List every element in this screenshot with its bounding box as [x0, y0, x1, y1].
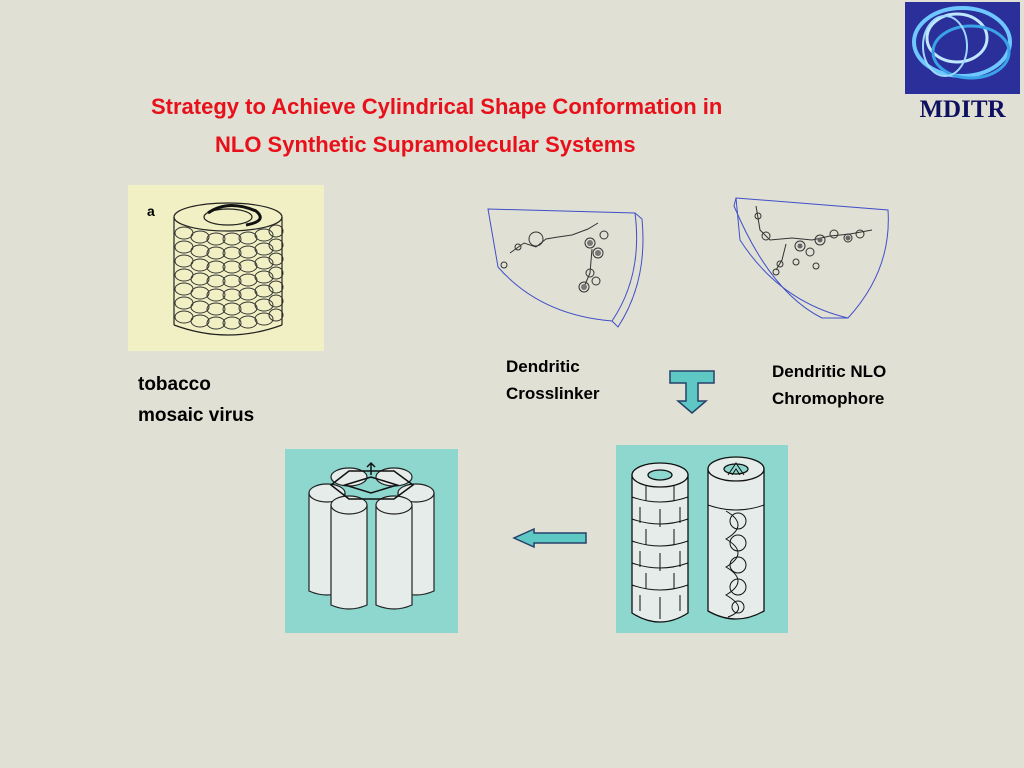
tmv-caption-line1: tobacco — [138, 374, 211, 395]
slide-title-line2: NLO Synthetic Supramolecular Systems — [215, 132, 636, 157]
crosslinker-wedge-image — [480, 195, 650, 330]
crosslinker-caption-line2: Crosslinker — [506, 384, 600, 403]
hexagonal-bundle-image — [285, 449, 458, 633]
chromophore-caption-line1: Dendritic NLO — [772, 362, 887, 381]
tmv-drawing — [173, 202, 284, 336]
chromophore-caption-line2: Chromophore — [772, 389, 885, 408]
tmv-caption-line2: mosaic virus — [138, 405, 255, 426]
rings-logo-icon — [905, 2, 1020, 94]
chromophore-wedge-image — [730, 190, 895, 325]
logo-text: MDITR — [919, 96, 1006, 123]
tmv-image: a — [128, 185, 324, 351]
cylinder-assembly-image — [616, 445, 788, 633]
slide-title-line1: Strategy to Achieve Cylindrical Shape Co… — [151, 94, 723, 119]
mditr-logo: MDITR — [905, 2, 1020, 123]
left-arrow-icon — [512, 527, 588, 549]
combine-arrow-icon — [668, 369, 718, 415]
panel-letter: a — [147, 203, 155, 219]
crosslinker-caption-line1: Dendritic — [506, 357, 580, 376]
